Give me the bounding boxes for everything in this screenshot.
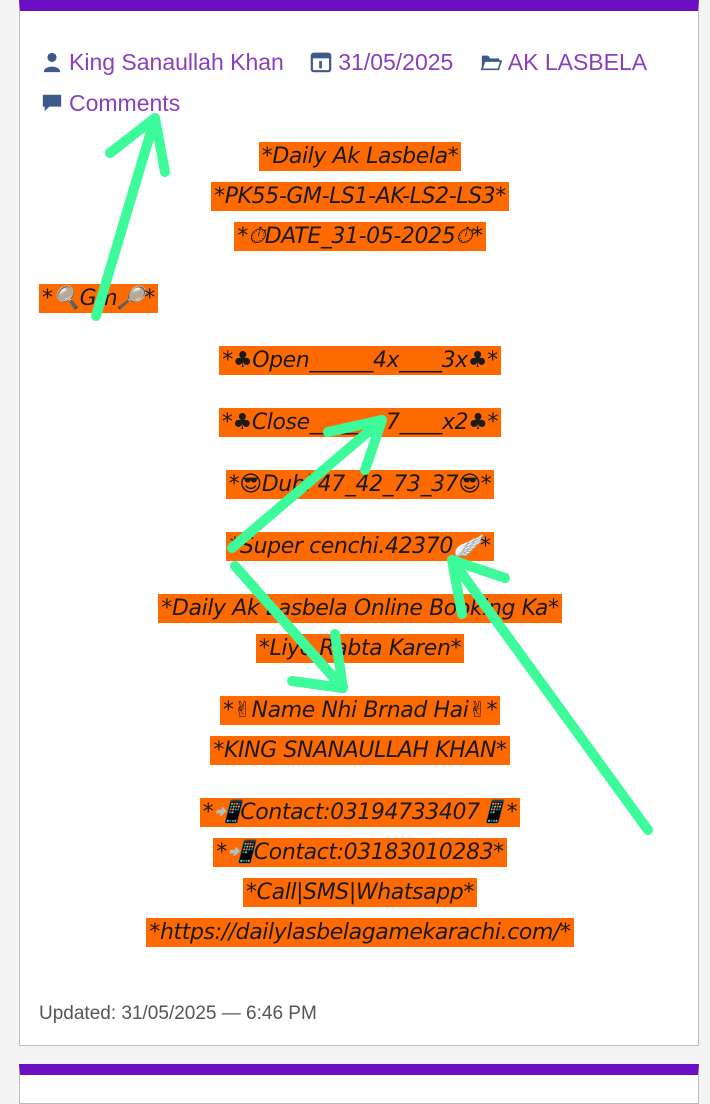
post-line: *📲Contact:03194733407📱* [20,793,700,833]
category-name: AK LASBELA [507,49,648,75]
next-post-card [19,1064,699,1104]
post-link[interactable]: *https://dailylasbelagamekarachi.com/* [20,913,700,953]
post-line: *KING SNANAULLAH KHAN* [20,731,700,771]
comment-icon [42,94,62,112]
post-date: 31/05/2025 [338,49,454,75]
user-icon [43,52,61,73]
post-line: *🔍Gm🔎* [20,279,700,319]
calendar-icon [310,52,332,73]
author-name: King Sanaullah Khan [69,49,284,75]
post-line: *😎Dubl 47_42_73_37😎* [20,465,700,505]
date-link[interactable]: 31/05/2025 [310,43,453,81]
post-content: *Daily Ak Lasbela* *PK55-GM-LS1-AK-LS2-L… [20,137,700,953]
post-card: King Sanaullah Khan 31/05/2025 AK LASBEL… [19,0,699,1046]
author-link[interactable]: King Sanaullah Khan [41,43,284,81]
folder-icon [480,55,502,71]
post-line: *⏱DATE_31-05-2025⏱* [20,217,700,257]
category-link[interactable]: AK LASBELA [480,43,647,81]
post-line: *PK55-GM-LS1-AK-LS2-LS3* [20,177,700,217]
post-line: *Super cenchi.42370🪽* [20,527,700,567]
post-line: *📲Contact:03183010283* [20,833,700,873]
post-meta: King Sanaullah Khan 31/05/2025 AK LASBEL… [41,43,691,125]
post-line: *Call|SMS|Whatsapp* [20,873,700,913]
post-line: *Liye Rabta Karen* [20,629,700,669]
post-line: *Daily Ak Lasbela* [20,137,700,177]
post-line: *✌Name Nhi Brnad Hai✌* [20,691,700,731]
post-line: *♣Open______4x____3x♣* [20,341,700,381]
updated-timestamp: Updated: 31/05/2025 — 6:46 PM [39,1003,317,1024]
comments-label: Comments [69,90,181,116]
comments-link[interactable]: Comments [41,84,180,122]
post-line: *♣Close______x7____x2♣* [20,403,700,443]
post-line: *Daily Ak Lasbela Online Booking Ka* [20,589,700,629]
